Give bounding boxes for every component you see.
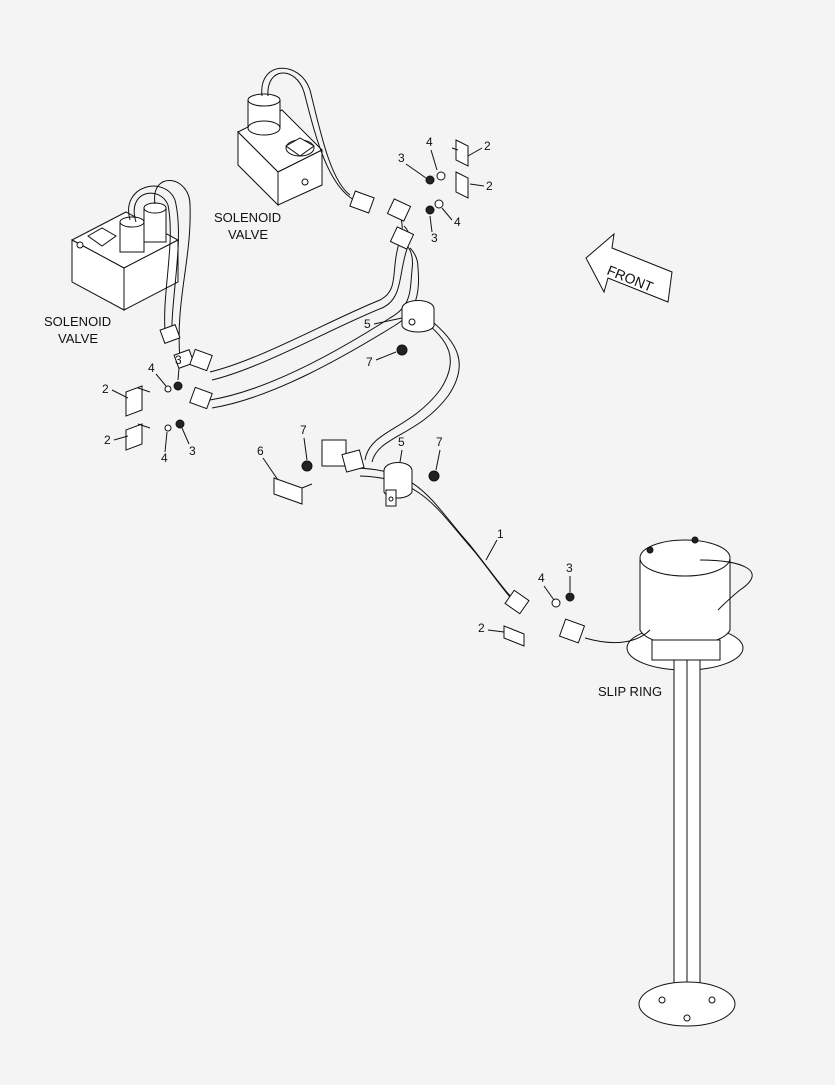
callout-3: 3 — [175, 353, 182, 367]
callout-2: 2 — [484, 139, 491, 153]
harness-connectors — [189, 198, 530, 615]
callouts: 4 2 3 2 4 3 5 7 3 4 2 2 4 3 6 7 5 7 — [102, 135, 573, 635]
left-valve-plug-a — [159, 324, 181, 344]
solenoid-valve-left-label-1: SOLENOID — [44, 314, 111, 329]
callout-7: 7 — [366, 355, 373, 369]
solenoid-valve-left — [70, 202, 180, 311]
callout-3: 3 — [398, 151, 405, 165]
left-valve-plug-b — [173, 349, 195, 369]
left-valve-wire-b — [154, 179, 191, 361]
callout-7: 7 — [436, 435, 443, 449]
clamp-upper — [401, 300, 435, 333]
callout-4: 4 — [426, 135, 433, 149]
callout-7: 7 — [300, 423, 307, 437]
slip-ring-lead — [699, 559, 753, 611]
upper-valve-wire-b — [267, 72, 355, 201]
left-valve-wire-a — [128, 185, 179, 341]
slip-ring-plug — [558, 618, 586, 644]
callout-2: 2 — [102, 382, 109, 396]
upper-valve-wire-a — [261, 67, 351, 196]
callout-6: 6 — [257, 444, 264, 458]
fasteners — [164, 171, 575, 608]
slip-ring — [626, 536, 744, 1027]
brackets — [125, 139, 525, 647]
clamp-lower — [383, 462, 413, 507]
solenoid-valve-upper — [237, 93, 323, 207]
solenoid-valve-upper-label-1: SOLENOID — [214, 210, 281, 225]
slip-ring-cable — [584, 629, 651, 644]
callout-2: 2 — [486, 179, 493, 193]
callout-3: 3 — [431, 231, 438, 245]
callout-5: 5 — [398, 435, 405, 449]
callout-2: 2 — [104, 433, 111, 447]
front-arrow: FRONT — [585, 232, 673, 303]
callout-4: 4 — [161, 451, 168, 465]
callout-4: 4 — [538, 571, 545, 585]
callout-4: 4 — [148, 361, 155, 375]
wire-harness — [209, 209, 517, 605]
callout-2: 2 — [478, 621, 485, 635]
solenoid-valve-left-label-2: VALVE — [58, 331, 98, 346]
callout-3: 3 — [566, 561, 573, 575]
callout-4: 4 — [454, 215, 461, 229]
upper-valve-plug — [349, 190, 375, 214]
callout-5: 5 — [364, 317, 371, 331]
solenoid-valve-upper-label-2: VALVE — [228, 227, 268, 242]
callout-1: 1 — [497, 527, 504, 541]
slip-ring-label: SLIP RING — [598, 684, 662, 699]
callout-3: 3 — [189, 444, 196, 458]
left-valve-wire-c — [133, 192, 171, 341]
